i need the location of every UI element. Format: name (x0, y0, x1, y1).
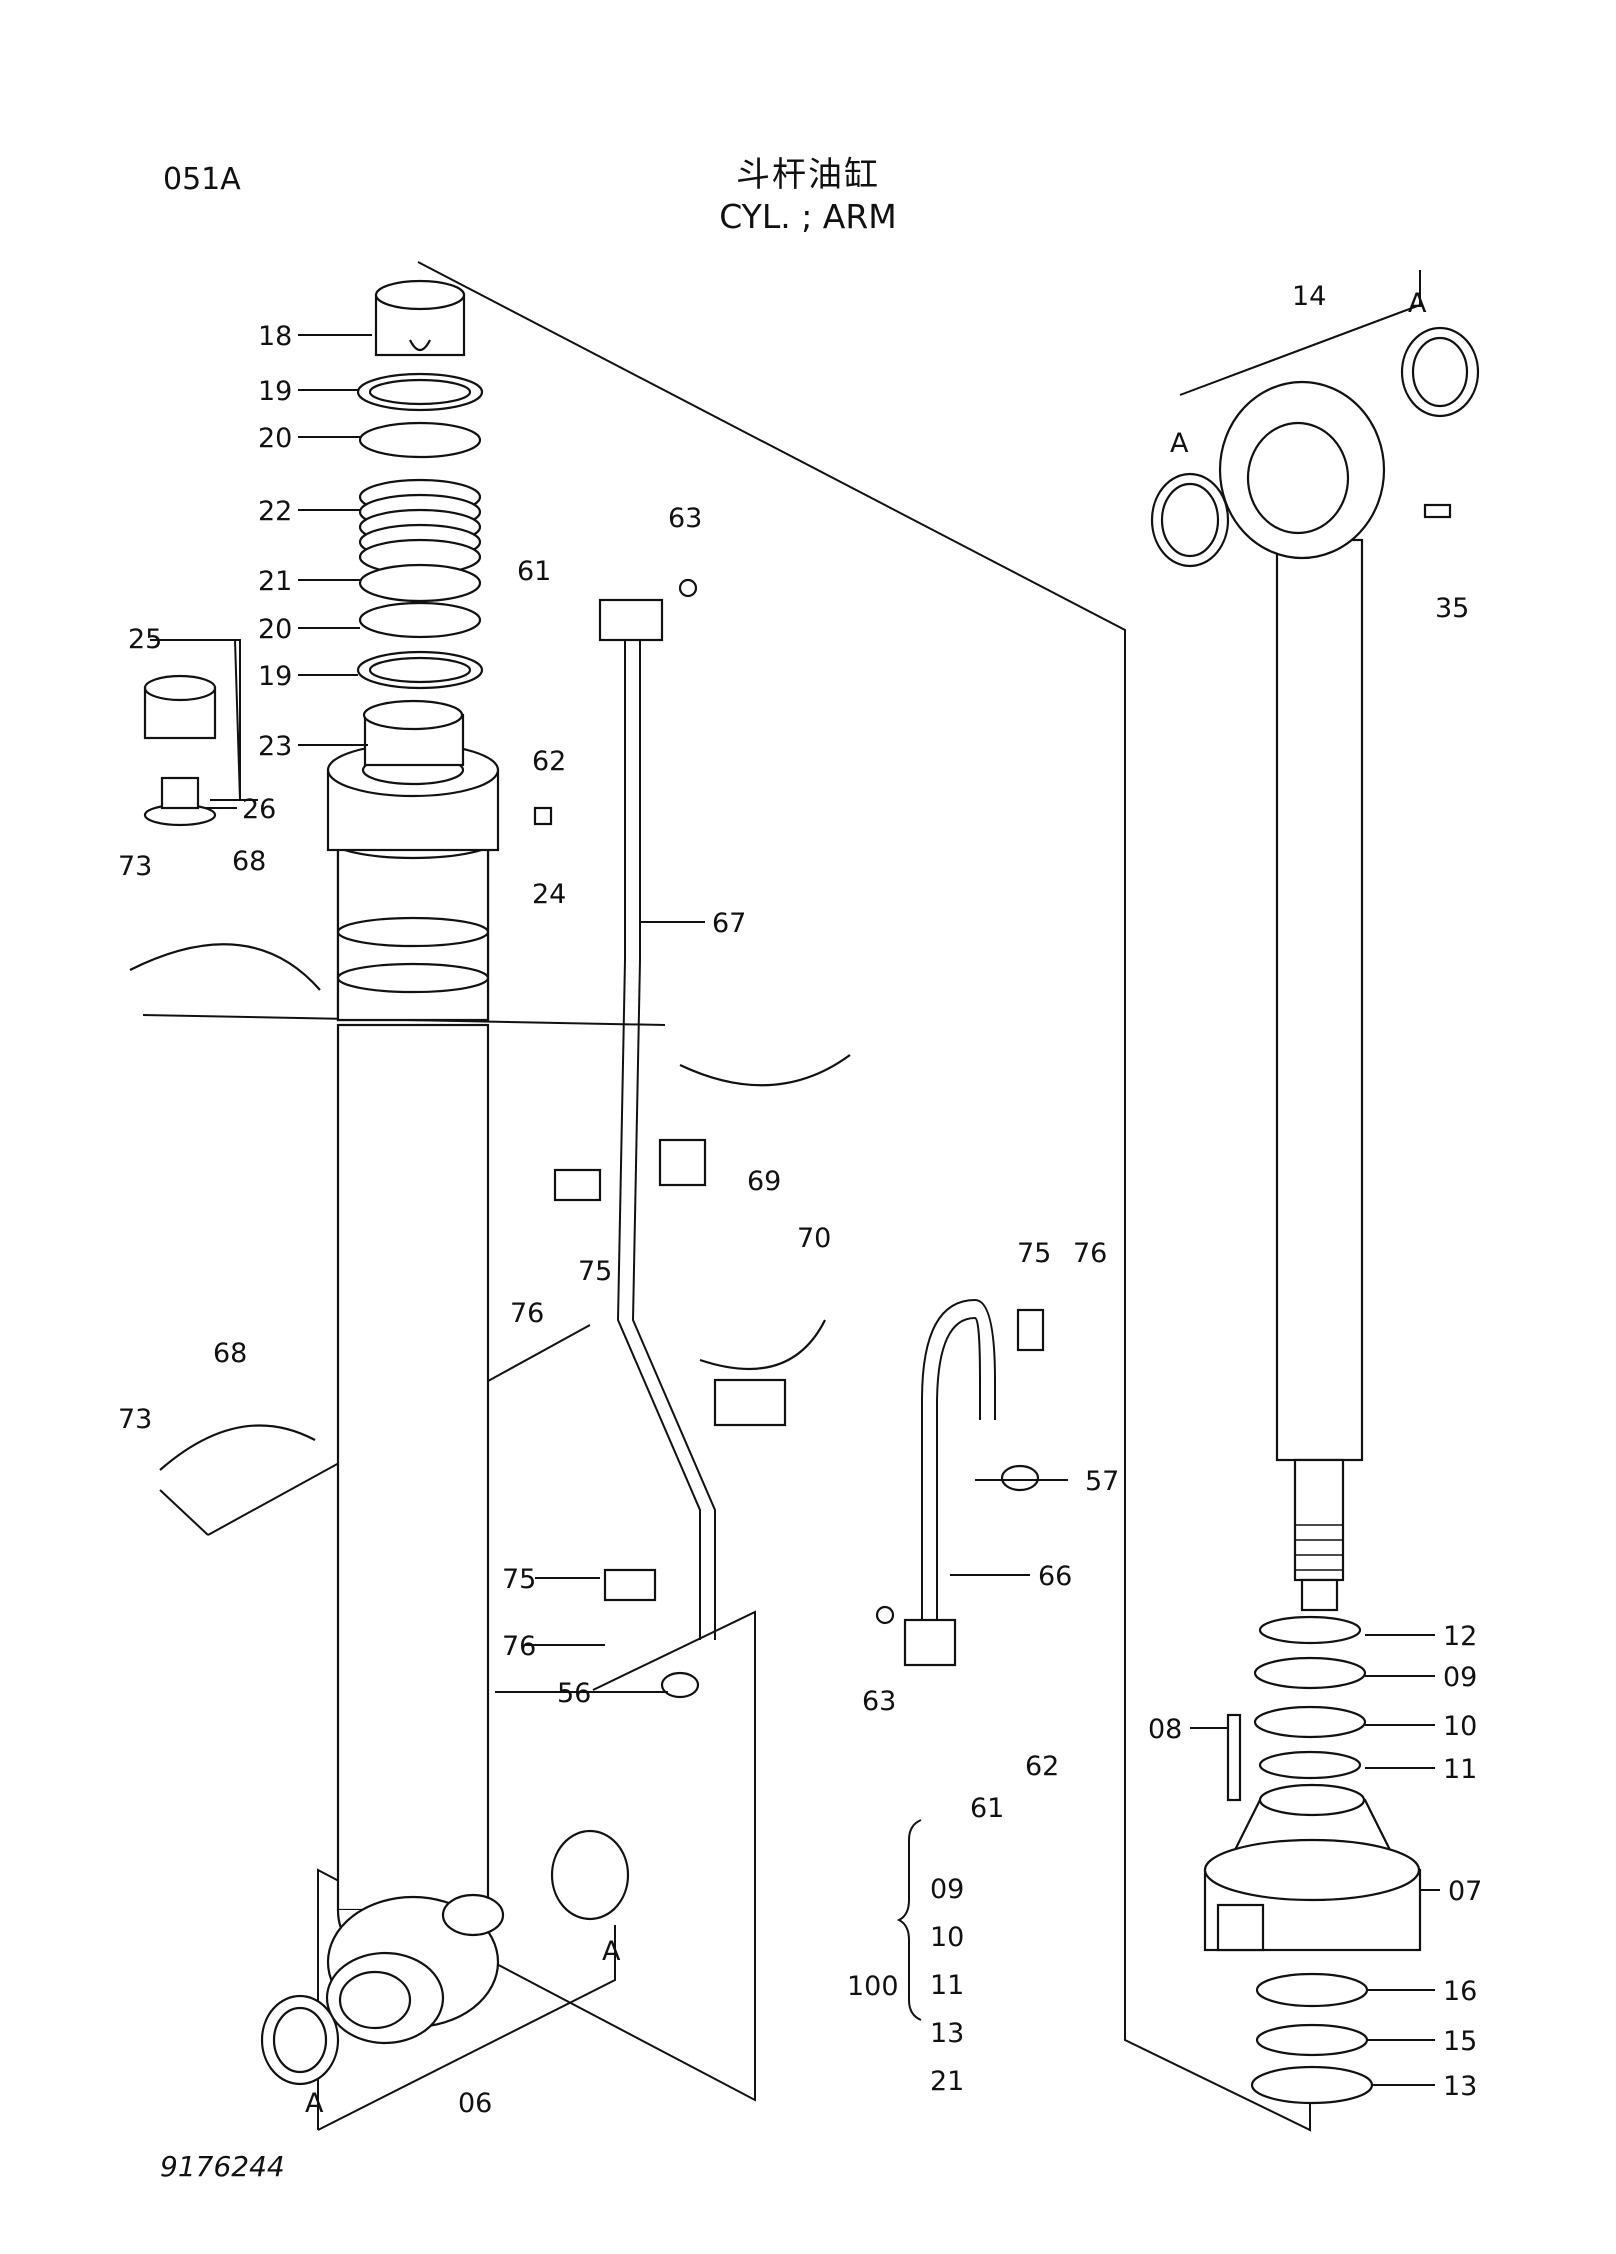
ref-mark-a: A (1170, 428, 1189, 459)
callout-20: 20 (258, 423, 292, 454)
callout-62: 62 (532, 746, 566, 777)
callout-62: 62 (1025, 1751, 1059, 1782)
callout-75: 75 (578, 1256, 612, 1287)
seal-stack (356, 279, 484, 690)
callout-75: 75 (502, 1564, 536, 1595)
callout-20: 20 (258, 614, 292, 645)
callout-07: 07 (1448, 1876, 1482, 1907)
callout-16: 16 (1443, 1976, 1477, 2007)
seal-kit-label: 100 (847, 1971, 899, 2002)
seal-kit-item: 09 (930, 1874, 964, 1905)
callout-13: 13 (1443, 2071, 1477, 2102)
callout-76: 76 (510, 1298, 544, 1329)
callout-73: 73 (118, 851, 152, 882)
callout-labels: 18 19 20 22 21 20 19 23 25 26 24 73 68 6… (118, 281, 1482, 2119)
callout-63: 63 (862, 1686, 896, 1717)
cylinder-head (326, 699, 500, 1022)
callout-66: 66 (1038, 1561, 1072, 1592)
callout-56: 56 (557, 1678, 591, 1709)
seal-kit-item: 10 (930, 1922, 964, 1953)
title-english: CYL. ; ARM (719, 197, 897, 236)
pipes-and-clamps (129, 578, 1045, 1699)
callout-69: 69 (747, 1166, 781, 1197)
callout-63: 63 (668, 503, 702, 534)
callout-22: 22 (258, 496, 292, 527)
callout-70: 70 (797, 1223, 831, 1254)
ref-mark-a: A (305, 2088, 324, 2119)
callout-57: 57 (1085, 1466, 1119, 1497)
seal-kit-item: 21 (930, 2066, 964, 2097)
callout-leaders (205, 334, 1440, 2086)
seal-kit-item: 11 (930, 1970, 964, 2001)
callout-26: 26 (242, 794, 276, 825)
callout-08: 08 (1148, 1714, 1182, 1745)
callout-73: 73 (118, 1404, 152, 1435)
callout-12: 12 (1443, 1621, 1477, 1652)
callout-19: 19 (258, 376, 292, 407)
page-code: 051A (163, 162, 241, 197)
callout-23: 23 (258, 731, 292, 762)
seal-kit-item: 13 (930, 2018, 964, 2049)
callout-75: 75 (1017, 1238, 1051, 1269)
assembly-outline-lines (142, 261, 1421, 2132)
callout-67: 67 (712, 908, 746, 939)
callout-06: 06 (458, 2088, 492, 2119)
callout-09: 09 (1443, 1662, 1477, 1693)
callout-14: 14 (1292, 281, 1326, 312)
callout-15: 15 (1443, 2026, 1477, 2057)
callout-68: 68 (213, 1338, 247, 1369)
callout-25: 25 (128, 624, 162, 655)
piston-assembly (1203, 1615, 1422, 2105)
rod-eye (260, 326, 1480, 2086)
callout-68: 68 (232, 846, 266, 877)
part-25-26 (143, 639, 553, 827)
callout-10: 10 (1443, 1711, 1477, 1742)
callout-35: 35 (1435, 593, 1469, 624)
callout-11: 11 (1443, 1754, 1477, 1785)
callout-61: 61 (970, 1793, 1004, 1824)
seal-kit-list: 100 09 10 11 13 21 (847, 1874, 964, 2097)
callout-21: 21 (258, 566, 292, 597)
ref-mark-a: A (602, 1936, 621, 1967)
callout-76: 76 (502, 1631, 536, 1662)
ref-mark-a: A (1408, 288, 1427, 319)
drawing-number: 9176244 (160, 2150, 285, 2183)
piston-rod (1275, 538, 1364, 1612)
callout-18: 18 (258, 321, 292, 352)
callout-24: 24 (532, 879, 566, 910)
callout-76: 76 (1073, 1238, 1107, 1269)
callout-61: 61 (517, 556, 551, 587)
callout-19: 19 (258, 661, 292, 692)
title-chinese: 斗杆油缸 (736, 155, 880, 195)
